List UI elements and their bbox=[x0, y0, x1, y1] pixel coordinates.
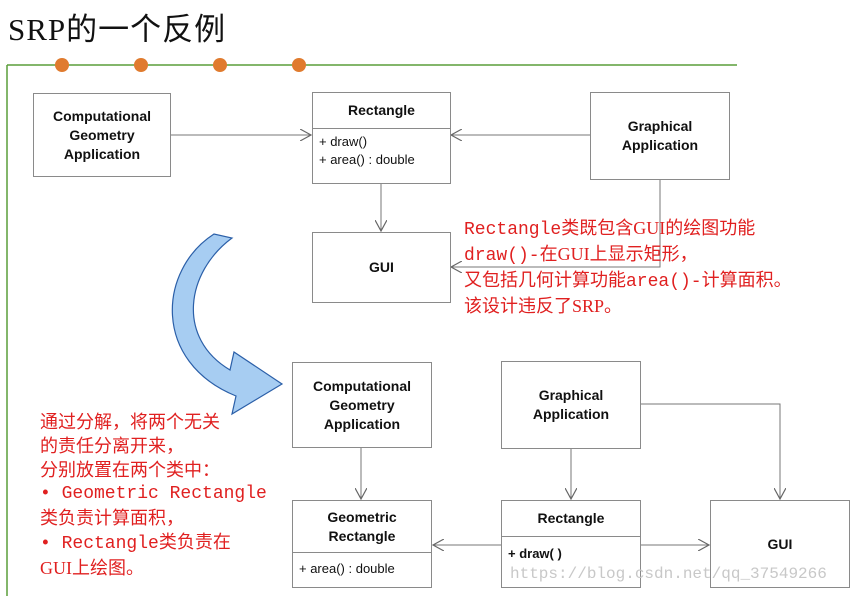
top-rectangle-class: Rectangle + draw() + area() : double bbox=[312, 92, 451, 184]
box-name-line: Application bbox=[323, 415, 401, 432]
note-text: 的责任分离开来， bbox=[40, 436, 184, 456]
bottom-computational-app-box: Computational Geometry Application bbox=[292, 362, 432, 448]
note-text: 该设计违反了SRP。 bbox=[464, 296, 623, 316]
note-top: Rectangle类既包含GUI的绘图功能 draw()-在GUI上显示矩形， … bbox=[464, 216, 792, 318]
top-gui-box: GUI bbox=[312, 232, 451, 303]
note-text: GUI上绘图。 bbox=[40, 558, 144, 578]
box-name-line: Geometry bbox=[69, 126, 135, 143]
note-text: 类既包含GUI的绘图功能 bbox=[561, 218, 756, 238]
box-name-line: Geometric bbox=[327, 508, 397, 525]
class-name: Rectangle bbox=[502, 501, 640, 537]
bottom-graphical-app-box: Graphical Application bbox=[501, 361, 641, 449]
box-name-line: GUI bbox=[767, 535, 793, 552]
class-operation: + area() : double bbox=[319, 152, 415, 167]
watermark: https://blog.csdn.net/qq_37549266 bbox=[510, 565, 827, 583]
note-text: 类负责在 bbox=[158, 532, 231, 552]
box-name-line: Application bbox=[621, 137, 699, 153]
box-name-line: Graphical bbox=[627, 118, 693, 134]
class-name: Geometric Rectangle bbox=[293, 501, 431, 553]
note-code: Rectangle bbox=[464, 220, 562, 240]
decor-dot bbox=[213, 58, 227, 72]
note-code: • Geometric Rectangle bbox=[40, 484, 267, 504]
note-text: 类负责计算面积， bbox=[40, 508, 184, 528]
class-operation: + draw() bbox=[319, 134, 368, 149]
bottom-gui-box: GUI bbox=[710, 500, 850, 588]
class-operation: + area() : double bbox=[299, 561, 395, 576]
box-name-line: Geometry bbox=[329, 396, 395, 413]
box-name-line: Computational bbox=[313, 377, 411, 394]
top-computational-app-box: Computational Geometry Application bbox=[33, 93, 171, 177]
class-name: Rectangle bbox=[313, 93, 450, 129]
bottom-rectangle-class: Rectangle + draw( ) bbox=[501, 500, 641, 588]
decor-dot bbox=[134, 58, 148, 72]
note-text: 在GUI上显示矩形， bbox=[539, 244, 698, 264]
note-bottom: 通过分解，将两个无关 的责任分离开来， 分别放置在两个类中： • Geometr… bbox=[40, 410, 267, 580]
box-name-line: Rectangle bbox=[328, 527, 396, 544]
page-title: SRP的一个反例 bbox=[8, 12, 227, 47]
note-code: • Rectangle bbox=[40, 534, 159, 554]
box-name-line: Application bbox=[63, 145, 141, 162]
box-name-line: Graphical bbox=[538, 387, 604, 403]
connector-graph-to-gui2 bbox=[641, 403, 780, 499]
bottom-geometric-rectangle-class: Geometric Rectangle + area() : double bbox=[292, 500, 432, 588]
box-name-line: GUI bbox=[369, 259, 394, 275]
box-name-line: Application bbox=[532, 406, 610, 422]
note-text: 又包括几何计算功能 bbox=[464, 270, 626, 290]
decor-dot bbox=[55, 58, 69, 72]
note-text: 通过分解，将两个无关 bbox=[40, 412, 220, 432]
top-graphical-app-box: Graphical Application bbox=[590, 92, 730, 180]
connector-graph-to-gui bbox=[451, 180, 661, 267]
note-text: 计算面积。 bbox=[701, 270, 792, 290]
note-code: draw()- bbox=[464, 246, 540, 266]
refactor-curved-arrow bbox=[171, 233, 284, 416]
box-name-line: Computational bbox=[53, 107, 151, 124]
decor-dot bbox=[292, 58, 306, 72]
note-text: 分别放置在两个类中： bbox=[40, 460, 220, 480]
note-code: area()- bbox=[626, 272, 702, 292]
class-operation: + draw( ) bbox=[508, 546, 562, 561]
